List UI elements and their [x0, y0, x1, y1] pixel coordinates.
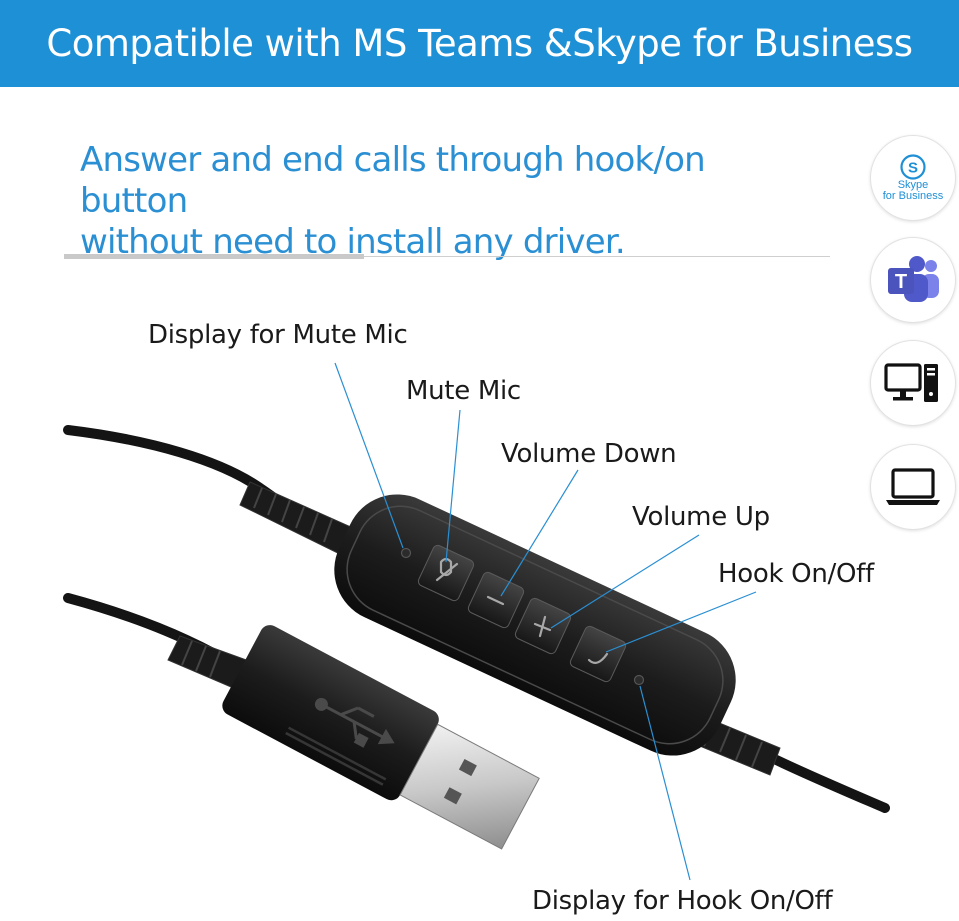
- callout-mute-mic: Mute Mic: [406, 376, 521, 406]
- callout-volume-up: Volume Up: [632, 502, 770, 532]
- teams-logo-icon: T: [888, 256, 939, 302]
- mute-led: [400, 547, 412, 559]
- skype-label-line-1: Skype: [897, 179, 929, 191]
- callout-hook-on-off: Hook On/Off: [718, 559, 874, 589]
- callout-volume-down: Volume Down: [501, 439, 677, 469]
- laptop-icon: [870, 444, 956, 530]
- leader-lines: [334, 362, 757, 881]
- svg-text:T: T: [895, 271, 907, 293]
- header-banner: Compatible with MS Teams &Skype for Busi…: [0, 0, 959, 87]
- usb-plug: [222, 625, 540, 850]
- callout-display-hook-on-off: Display for Hook On/Off: [532, 886, 833, 916]
- banner-title: Compatible with MS Teams &Skype for Busi…: [46, 22, 913, 65]
- desktop-computer-glyph-icon: [884, 363, 938, 402]
- skype-logo-icon: S: [900, 154, 926, 180]
- teams-icon: T: [870, 237, 956, 323]
- phone-icon: [587, 652, 609, 664]
- callout-display-mute-mic: Display for Mute Mic: [148, 320, 408, 350]
- divider: [64, 254, 830, 259]
- skype-for-business-icon: S Skype for Business: [870, 135, 956, 221]
- skype-label-line-2: for Business: [882, 190, 944, 202]
- hook-led: [633, 674, 645, 686]
- laptop-glyph-icon: [886, 468, 940, 505]
- minus-icon: [486, 595, 505, 606]
- tagline-line-1: Answer and end calls through hook/on but…: [80, 140, 706, 221]
- desktop-computer-icon: [870, 340, 956, 426]
- svg-text:S: S: [908, 160, 918, 177]
- hook-button: [569, 625, 627, 683]
